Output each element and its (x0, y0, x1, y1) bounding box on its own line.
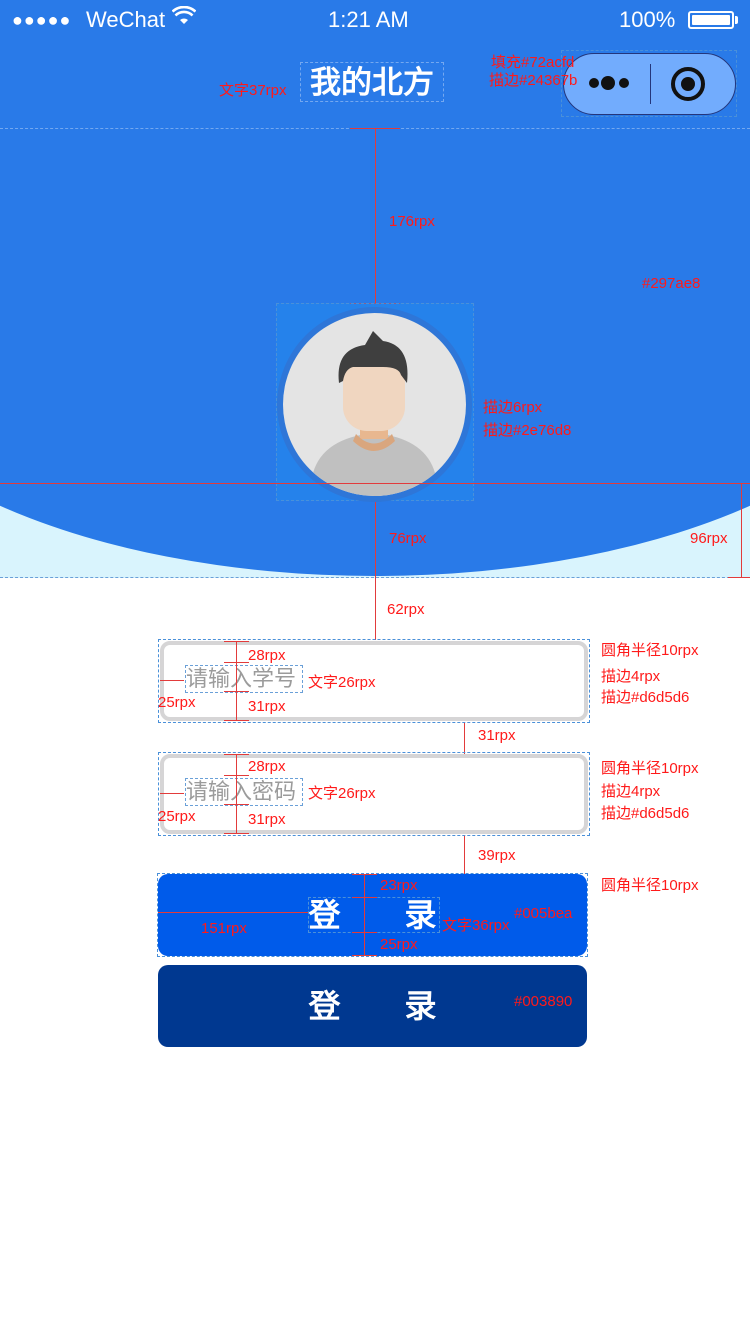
signal-icon: ●●●●● (12, 10, 72, 30)
annotation-curve-height: 96rpx (690, 530, 728, 547)
field-guide (158, 752, 590, 836)
measure-line (158, 912, 308, 913)
annotation-button-pressed-color: #003890 (514, 993, 573, 1010)
annotation-gap-fields: 31rpx (478, 727, 516, 744)
field-guide (158, 639, 590, 723)
measure-line (160, 680, 184, 681)
measure-tick (352, 897, 377, 898)
measure-tick (352, 932, 377, 933)
annotation-capsule-fill: 填充#72acfd (491, 54, 575, 71)
annotation-field2-stroke-width: 描边4rpx (601, 783, 661, 800)
measure-tick (352, 874, 377, 875)
annotation-field2-radius: 圆角半径10rpx (601, 760, 699, 777)
measure-tick (224, 691, 249, 692)
annotation-avatar-stroke-width: 描边6rpx (483, 399, 543, 416)
annotation-avatar-stroke-color: 描边#2e76d8 (483, 422, 572, 439)
measure-tick (224, 775, 249, 776)
measure-tick (728, 577, 750, 578)
status-bar: ●●●●● WeChat 1:21 AM 100% (0, 0, 750, 40)
button-guide (157, 873, 588, 957)
status-time: 1:21 AM (328, 7, 409, 32)
annotation-button-pad-left: 151rpx (201, 920, 247, 937)
annotation-capsule-stroke: 描边#24367b (489, 72, 578, 89)
measure-line (375, 578, 376, 640)
battery-tip (735, 16, 738, 24)
annotation-button-pad-top: 23rpx (380, 877, 418, 894)
annotation-header-color: #297ae8 (642, 275, 701, 292)
annotation-button-color: #005bea (514, 905, 573, 922)
annotation-button-text: 文字36rpx (442, 917, 510, 934)
wifi-icon (171, 5, 197, 32)
annotation-gap-nav-avatar: 176rpx (389, 213, 435, 230)
measure-tick (352, 955, 377, 956)
annotation-gap-field-button: 39rpx (478, 847, 516, 864)
capsule-guide (561, 50, 737, 117)
measure-line (364, 874, 365, 956)
measure-tick (224, 720, 249, 721)
measure-line (160, 793, 184, 794)
annotation-field1-text: 文字26rpx (308, 674, 376, 691)
more-icon[interactable] (586, 72, 638, 94)
annotation-field1-pad-left: 25rpx (158, 694, 196, 711)
measure-tick (224, 662, 249, 663)
annotation-field2-pad-top: 28rpx (248, 758, 286, 775)
annotation-title-text: 文字37rpx (219, 82, 287, 99)
username-placeholder: 请输入学号 (185, 665, 303, 693)
battery-percent: 100% (619, 7, 676, 32)
annotation-field2-stroke-color: 描边#d6d5d6 (601, 805, 690, 822)
measure-line (236, 641, 237, 721)
curve-top-guide (0, 483, 750, 484)
measure-tick (224, 754, 249, 755)
annotation-gap-curve-field: 62rpx (387, 601, 425, 618)
carrier-label: WeChat (86, 7, 166, 32)
annotation-field1-pad-top: 28rpx (248, 647, 286, 664)
close-icon[interactable] (671, 67, 705, 101)
measure-line (464, 723, 465, 754)
annotation-field1-radius: 圆角半径10rpx (601, 642, 699, 659)
annotation-button-radius: 圆角半径10rpx (601, 877, 699, 894)
login-button-pressed[interactable]: 登录 (158, 965, 587, 1047)
annotation-field1-stroke-width: 描边4rpx (601, 668, 661, 685)
measure-line (375, 502, 376, 578)
measure-line (236, 754, 237, 834)
measure-tick (224, 833, 249, 834)
user-avatar-icon (313, 331, 435, 496)
battery-icon (688, 11, 734, 29)
page-title: 我的北方 (300, 62, 444, 102)
annotation-field1-pad-bottom: 31rpx (248, 698, 286, 715)
miniprogram-capsule (563, 53, 736, 115)
annotation-gap-avatar-curve: 76rpx (389, 530, 427, 547)
measure-tick (224, 804, 249, 805)
annotation-button-pad-bottom: 25rpx (380, 936, 418, 953)
measure-line (375, 128, 376, 304)
password-placeholder: 请输入密码 (185, 778, 303, 806)
annotation-field1-stroke-color: 描边#d6d5d6 (601, 689, 690, 706)
annotation-field2-pad-left: 25rpx (158, 808, 196, 825)
annotation-field2-text: 文字26rpx (308, 785, 376, 802)
capsule-separator (650, 64, 651, 104)
measure-tick (224, 641, 249, 642)
button-text-guide (308, 897, 440, 933)
avatar[interactable] (277, 307, 472, 502)
annotation-field2-pad-bottom: 31rpx (248, 811, 286, 828)
measure-tick (350, 128, 400, 129)
login-button[interactable]: 登录 (158, 874, 587, 956)
username-field[interactable]: 请输入学号 (160, 641, 588, 721)
password-field[interactable]: 请输入密码 (160, 754, 588, 834)
measure-line (464, 836, 465, 874)
measure-line (741, 484, 742, 578)
